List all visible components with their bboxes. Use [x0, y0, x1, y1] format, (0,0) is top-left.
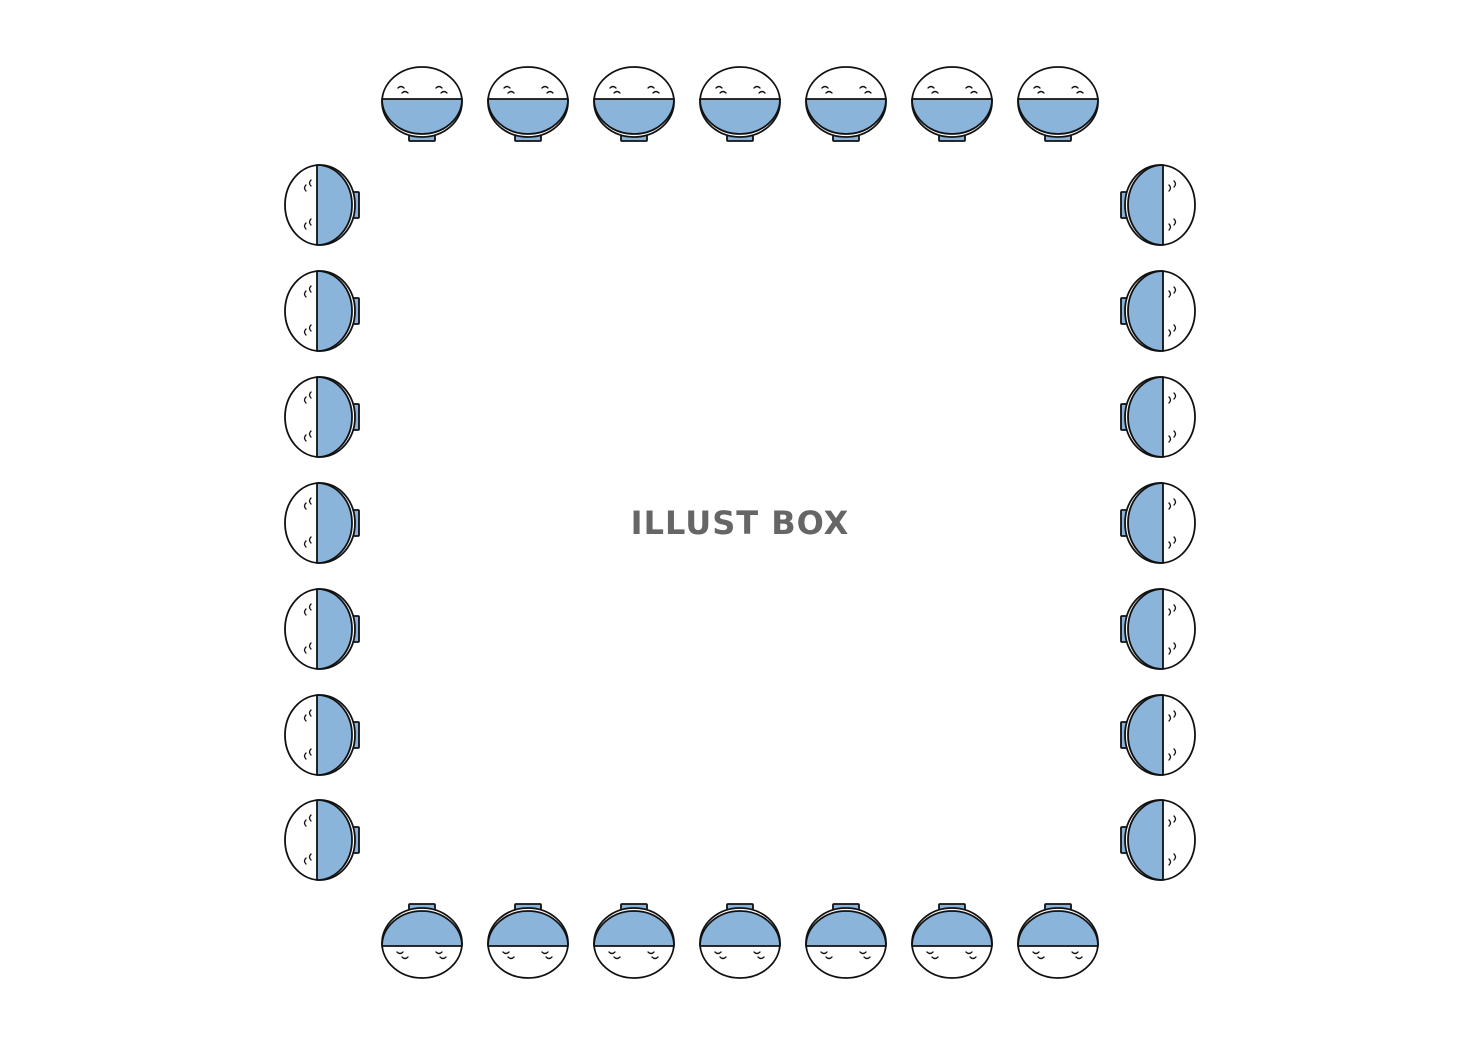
- right-bowl-column: [1120, 164, 1196, 881]
- rice-bowl-icon: [284, 482, 360, 564]
- rice-bowl-icon: [1120, 588, 1196, 670]
- rice-bowl-icon: [1120, 164, 1196, 246]
- rice-bowl-icon: [699, 66, 781, 142]
- rice-bowl-icon: [284, 270, 360, 352]
- top-bowl-row: [381, 66, 1099, 142]
- rice-bowl-icon: [284, 376, 360, 458]
- left-bowl-column: [284, 164, 360, 881]
- rice-bowl-icon: [1120, 376, 1196, 458]
- bottom-bowl-row: [381, 903, 1099, 979]
- rice-bowl-icon: [699, 903, 781, 979]
- rice-bowl-icon: [1120, 482, 1196, 564]
- rice-bowl-icon: [487, 903, 569, 979]
- rice-bowl-icon: [911, 66, 993, 142]
- rice-bowl-icon: [284, 164, 360, 246]
- rice-bowl-icon: [1017, 66, 1099, 142]
- watermark-text: ILLUST BOX: [630, 504, 850, 542]
- rice-bowl-icon: [1017, 903, 1099, 979]
- rice-bowl-icon: [284, 588, 360, 670]
- rice-bowl-icon: [805, 66, 887, 142]
- rice-bowl-icon: [593, 66, 675, 142]
- rice-bowl-icon: [911, 903, 993, 979]
- rice-bowl-icon: [284, 694, 360, 776]
- rice-bowl-icon: [284, 799, 360, 881]
- rice-bowl-icon: [593, 903, 675, 979]
- rice-bowl-icon: [1120, 799, 1196, 881]
- rice-bowl-icon: [1120, 270, 1196, 352]
- rice-bowl-icon: [381, 903, 463, 979]
- rice-bowl-icon: [1120, 694, 1196, 776]
- rice-bowl-icon: [381, 66, 463, 142]
- rice-bowl-icon: [805, 903, 887, 979]
- rice-bowl-icon: [487, 66, 569, 142]
